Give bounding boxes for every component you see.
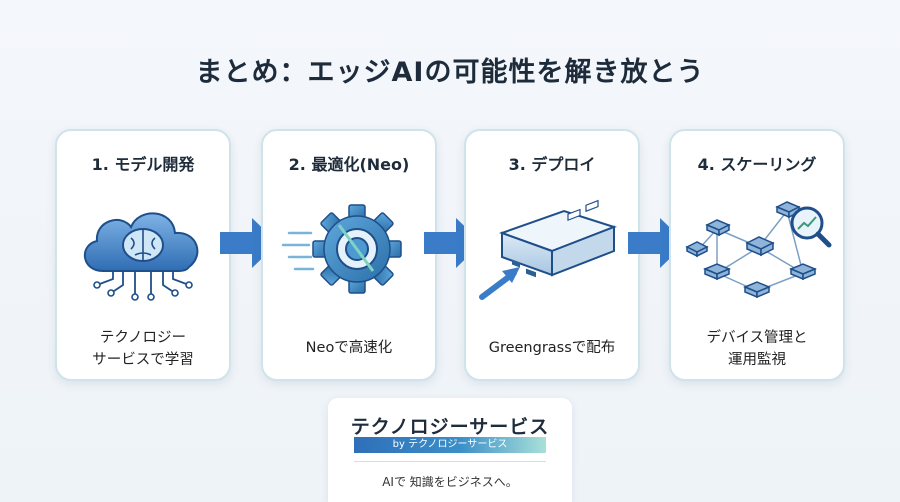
step-title: 3. デプロイ [508,155,596,174]
step-description-line: Neoで高速化 [305,340,393,356]
company-logo-box: テクノロジーサービス by テクノロジーサービス AIで 知識をビジネスへ。 [328,398,572,502]
step-title: 4. スケーリング [697,155,817,174]
step-description-line: Greengrassで配布 [488,340,616,356]
gear-icon [281,204,402,294]
cloud-brain-icon [83,212,199,301]
step-card-deploy: 3. デプロイ Greengrassで配布 [464,129,640,381]
step-description: デバイス管理と 運用監視 [671,327,843,371]
step-card-optimization: 2. 最適化(Neo) [261,129,437,381]
company-byline: by テクノロジーサービス [354,437,546,453]
edge-device-icon [479,199,618,300]
divider [354,461,546,462]
step-card-scaling: 4. スケーリング デバイス管理と 運用監視 [669,129,845,381]
step-description: Greengrassで配布 [466,337,638,359]
step-description: テクノロジー サービスで学習 [57,327,229,371]
company-tagline: AIで 知識をビジネスへ。 [382,475,518,489]
step-description-line: 運用監視 [728,352,786,368]
page-title: まとめ：エッジAIの可能性を解き放とう [195,57,705,88]
step-title: 1. モデル開発 [91,155,195,174]
step-title: 2. 最適化(Neo) [288,155,410,174]
step-description-line: デバイス管理と [706,330,808,346]
step-description-line: サービスで学習 [92,352,194,368]
device-network-icon [685,201,832,299]
step-description: Neoで高速化 [263,337,435,359]
company-name: テクノロジーサービス [350,416,550,438]
step-description-line: テクノロジー [99,330,187,346]
step-card-model-development: 1. モデル開発 テクノロジー サービスで学習 [55,129,231,381]
